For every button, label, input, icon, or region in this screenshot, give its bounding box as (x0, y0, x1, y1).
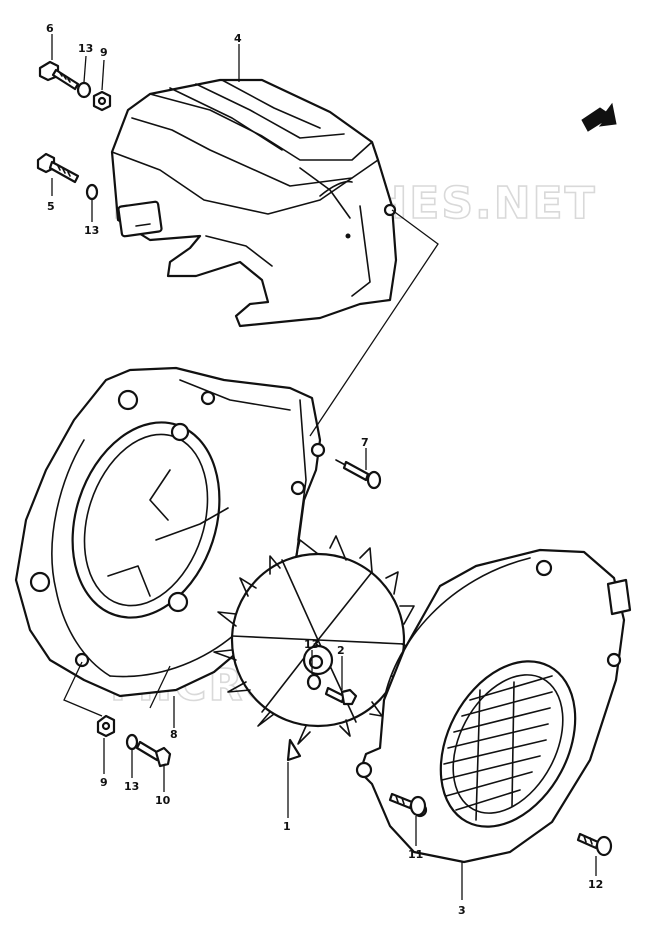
callout-12: 12 (588, 878, 603, 891)
callout-6: 6 (46, 22, 54, 35)
screw-11-part (388, 792, 427, 817)
callout-10: 10 (155, 794, 171, 807)
bolt-10-part (135, 740, 172, 768)
nut-9a-part (92, 90, 112, 112)
callout-3: 3 (458, 904, 466, 917)
shroud-cover-part (110, 78, 398, 328)
callout-13a: 13 (78, 42, 93, 55)
washer-13b-part (85, 183, 99, 201)
screw-7-part (335, 459, 382, 490)
callout-8: 8 (170, 728, 178, 741)
callout-labels: 6 13 9 4 5 13 7 13 2 8 9 13 10 1 11 12 3 (46, 22, 603, 917)
nut-9b-part (96, 714, 116, 738)
bolt-2-part (324, 686, 358, 706)
screw-12-part (576, 832, 613, 857)
leader-lines (51, 34, 597, 900)
callout-5: 5 (47, 200, 55, 213)
cooling-fan-part (213, 535, 417, 762)
fan-case-part (14, 366, 326, 698)
fan-cover-part (355, 548, 632, 864)
front-arrow-icon (581, 102, 617, 132)
washer-13d-part (125, 733, 139, 751)
callout-2: 2 (337, 644, 345, 657)
callout-4: 4 (234, 32, 242, 45)
callout-7: 7 (361, 436, 369, 449)
callout-13d: 13 (124, 780, 139, 793)
washer-13a-part (76, 81, 92, 99)
callout-9b: 9 (100, 776, 108, 789)
callout-11: 11 (408, 848, 423, 861)
bolt-6-part (38, 60, 80, 91)
callout-1: 1 (283, 820, 291, 833)
callout-13b: 13 (84, 224, 99, 237)
washer-13c-part (306, 673, 322, 691)
bolt-5-part (36, 152, 80, 184)
callout-13c: 13 (304, 638, 319, 651)
callout-9a: 9 (100, 46, 108, 59)
cover-grille (441, 675, 553, 821)
